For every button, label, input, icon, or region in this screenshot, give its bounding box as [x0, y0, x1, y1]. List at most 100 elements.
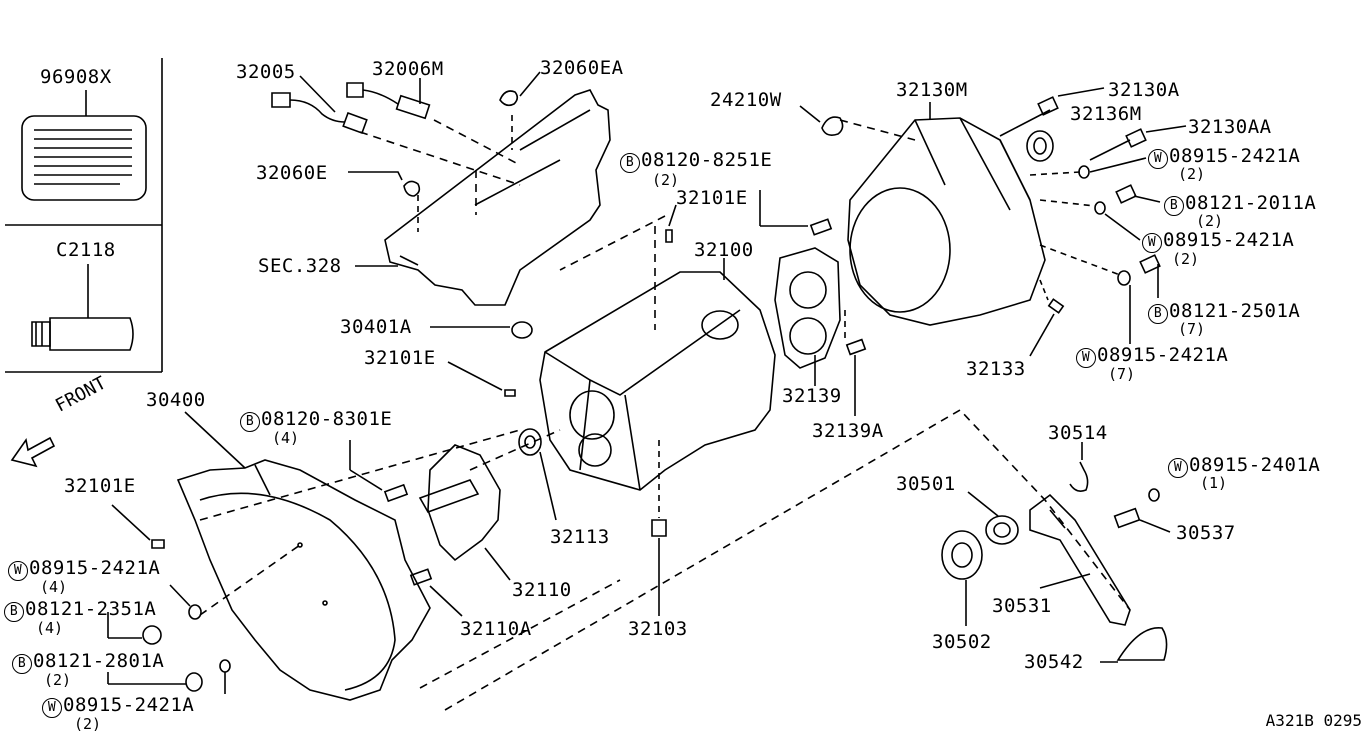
qty-08120-8251e: (2) [652, 171, 680, 189]
part-number-text: 08121-2351A [25, 598, 157, 620]
part-label-30514: 30514 [1048, 422, 1108, 444]
plug-32103-icon [652, 440, 666, 616]
clutch-housing-30400-icon [178, 412, 520, 700]
washer-prefix-icon: W [8, 561, 28, 581]
sealant-tube-icon [32, 264, 133, 350]
washer-prefix-icon: W [1142, 233, 1162, 253]
part-label-32005: 32005 [236, 61, 296, 83]
part-number-text: 08121-2011A [1185, 192, 1317, 214]
part-label-32139a: 32139A [812, 420, 884, 442]
release-bearing-30502-icon [942, 531, 982, 626]
part-number-text: 08121-2801A [33, 650, 165, 672]
washer-prefix-icon: W [1148, 149, 1168, 169]
retainer-spring-30514-icon [1070, 442, 1088, 491]
qty-08121-2011a: (2) [1196, 212, 1224, 230]
pin-32101e-top-icon [666, 205, 676, 242]
part-label-32136m: 32136M [1070, 103, 1142, 125]
front-cover-32110-icon [420, 430, 560, 580]
part-label-sec328: SEC.328 [258, 255, 342, 277]
washer-prefix-icon: W [1076, 348, 1096, 368]
part-label-32130m: 32130M [896, 79, 968, 101]
part-label-32103: 32103 [628, 618, 688, 640]
part-label-24210w: 24210W [710, 89, 782, 111]
part-number-text: 08121-2501A [1169, 300, 1301, 322]
clip-24210w-icon [800, 106, 843, 135]
qty-08915-2401a: (1) [1200, 474, 1228, 492]
bolt-08120-8301e-icon [350, 440, 407, 501]
part-number-text: 08915-2401A [1189, 454, 1321, 476]
plug-30401a-icon [430, 322, 532, 338]
qty-08915-2421a-2: (2) [1172, 250, 1200, 268]
part-label-32130aa: 32130AA [1188, 116, 1272, 138]
switch-32006m-icon [347, 78, 429, 118]
part-number-text: 08915-2421A [1097, 344, 1229, 366]
diagram-code: A321B 0295 [1265, 711, 1362, 730]
bolt-32110a-icon [411, 569, 462, 616]
pin-32133-icon [1030, 280, 1063, 356]
part-label-32101e-top: 32101E [676, 187, 748, 209]
qty-08915-2421a-1: (2) [1178, 165, 1206, 183]
qty-08120-8301e: (4) [272, 429, 300, 447]
bolts-top-right-icon [1000, 88, 1186, 344]
bolt-prefix-icon: B [620, 153, 640, 173]
bolt-prefix-icon: B [4, 602, 24, 622]
washer-bolt-lower-left-icon [108, 585, 230, 694]
pin-32101e-left-icon [112, 505, 164, 548]
qty-08915-2421a-4: (4) [40, 578, 68, 596]
part-label-32101e-mid: 32101E [364, 347, 436, 369]
part-number-text: 08915-2421A [63, 694, 195, 716]
part-label-32139: 32139 [782, 385, 842, 407]
switch-32005-icon [272, 76, 367, 133]
part-label-c2118: C2118 [56, 239, 116, 261]
part-label-32060e: 32060E [256, 162, 328, 184]
extension-housing-32130m-icon [840, 102, 1045, 325]
part-label-30502: 30502 [932, 631, 992, 653]
gasket-32139-icon [775, 248, 840, 386]
adapter-case-32100-icon [540, 258, 775, 490]
part-label-32100: 32100 [694, 239, 754, 261]
pivot-30537-icon [1115, 489, 1170, 532]
bolt-prefix-icon: B [12, 654, 32, 674]
qty-08121-2351a: (4) [36, 619, 64, 637]
sleeve-30501-icon [968, 492, 1018, 544]
part-label-32130a: 32130A [1108, 79, 1180, 101]
bolt-prefix-icon: B [1148, 304, 1168, 324]
bolt-08120-8251e-icon [760, 190, 831, 235]
part-number-text: 08915-2421A [29, 557, 161, 579]
part-label-30501: 30501 [896, 473, 956, 495]
inset-box [5, 58, 162, 372]
part-label-32101e-left: 32101E [64, 475, 136, 497]
part-label-30400: 30400 [146, 389, 206, 411]
washer-prefix-icon: W [42, 698, 62, 718]
qty-08121-2501a: (7) [1178, 320, 1206, 338]
bolt-32139a-icon [845, 310, 865, 416]
part-number-text: 08915-2421A [1169, 145, 1301, 167]
part-label-30542: 30542 [1024, 651, 1084, 673]
part-number-text: 08120-8301E [261, 408, 393, 430]
boot-30542-icon [1100, 628, 1167, 662]
bolt-prefix-icon: B [1164, 196, 1184, 216]
clip-32060e-icon [348, 172, 419, 196]
part-label-32110a: 32110A [460, 618, 532, 640]
cover-sec328-icon [355, 90, 610, 305]
part-number-text: 08915-2421A [1163, 229, 1295, 251]
washer-prefix-icon: W [1168, 458, 1188, 478]
part-label-30401a: 30401A [340, 316, 412, 338]
part-label-32006m: 32006M [372, 58, 444, 80]
front-arrow-icon [12, 438, 54, 466]
part-number-text: 08120-8251E [641, 149, 773, 171]
pin-32101e-mid-icon [448, 362, 515, 396]
bolt-prefix-icon: B [240, 412, 260, 432]
part-label-30537: 30537 [1176, 522, 1236, 544]
qty-08915-2421a-5: (2) [74, 715, 102, 733]
